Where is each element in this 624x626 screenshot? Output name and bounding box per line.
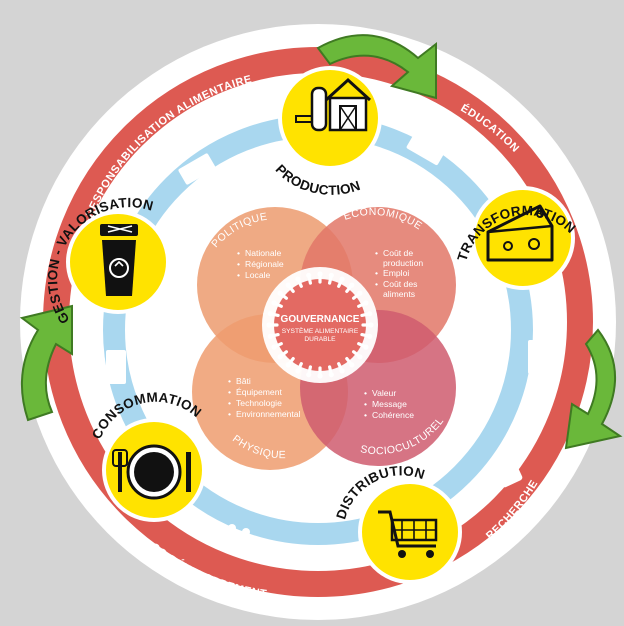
person-head [317,271,323,277]
truck-icon [106,132,548,488]
svg-text:•: • [375,279,378,289]
physique-item: Bâti [236,376,251,386]
person-head [339,276,345,282]
governance-emblem: GOUVERNANCE SYSTÈME ALIMENTAIRE DURABLE [262,267,378,383]
economique-list: • Coût de production • Emploi • Coût des al… [375,248,423,299]
person-head [349,282,355,288]
person-head [306,372,312,378]
people-icon [228,524,250,551]
economique-item: Coût de [383,248,413,258]
socioculturel-item: Valeur [372,388,396,398]
svg-text:•: • [364,399,367,409]
person-head [363,300,369,306]
person-head [271,344,277,350]
socioculturel-item: Message [372,399,407,409]
svg-text:•: • [364,388,367,398]
socioculturel-item: Cohérence [372,410,414,420]
socioculturel-list: • Valeur • Message • Cohérence [364,388,414,420]
stage-consommation [102,418,206,522]
svg-text:•: • [375,248,378,258]
stage-distribution [358,480,462,584]
people-ring-icon [266,271,374,379]
governance-subtitle-1: SYSTÈME ALIMENTAIRE [282,326,359,335]
svg-text:•: • [364,410,367,420]
person-head [357,354,363,360]
bicycle-icon [298,546,329,565]
person-head [267,311,273,317]
politique-item: Nationale [245,248,282,258]
plate-icon [112,444,191,500]
person-head [277,290,283,296]
shopping-cart-icon [378,510,438,558]
person-head [285,282,291,288]
barn-icon [295,77,372,132]
stage-gestion [66,210,170,314]
person-head [277,354,283,360]
cheese-icon [486,204,554,262]
politique-item: Locale [245,270,271,280]
svg-text:•: • [228,387,231,397]
arrow-icon [564,328,623,450]
svg-text:•: • [228,409,231,419]
svg-text:•: • [237,270,240,280]
arrow-icon [316,34,437,100]
person-head [368,322,374,328]
economique-item: aliments [383,289,415,299]
governance-title: GOUVERNANCE [281,314,360,325]
person-head [367,333,373,339]
politique-item: Régionale [245,259,284,269]
person-head [271,300,277,306]
physique-item: Équipement [236,387,282,397]
svg-text:•: • [375,268,378,278]
economique-item: Emploi [383,268,409,278]
physique-item: Technologie [236,398,282,408]
person-head [267,333,273,339]
svg-text:•: • [237,248,240,258]
person-head [339,368,345,374]
recycling-bin-icon [100,224,138,296]
svg-text:•: • [228,376,231,386]
governance-subtitle-2: DURABLE [304,336,336,343]
person-head [317,373,323,379]
politique-list: • Nationale • Régionale • Locale [237,248,284,280]
svg-text:•: • [228,398,231,408]
person-head [363,344,369,350]
stage-production [278,66,382,170]
person-head [349,362,355,368]
person-head [328,272,334,278]
arrow-icon [19,304,73,422]
person-head [295,368,301,374]
person-head [367,311,373,317]
economique-item: Coût des [383,279,417,289]
person-head [328,372,334,378]
person-head [357,290,363,296]
economique-item: production [383,258,423,268]
physique-list: • Bâti • Équipement • Technologie • Environn… [228,376,301,419]
svg-text:•: • [237,259,240,269]
stage-transformation [471,186,575,290]
person-head [285,362,291,368]
physique-item: Environnemental [236,409,301,419]
person-head [266,322,272,328]
person-head [295,276,301,282]
person-head [306,272,312,278]
